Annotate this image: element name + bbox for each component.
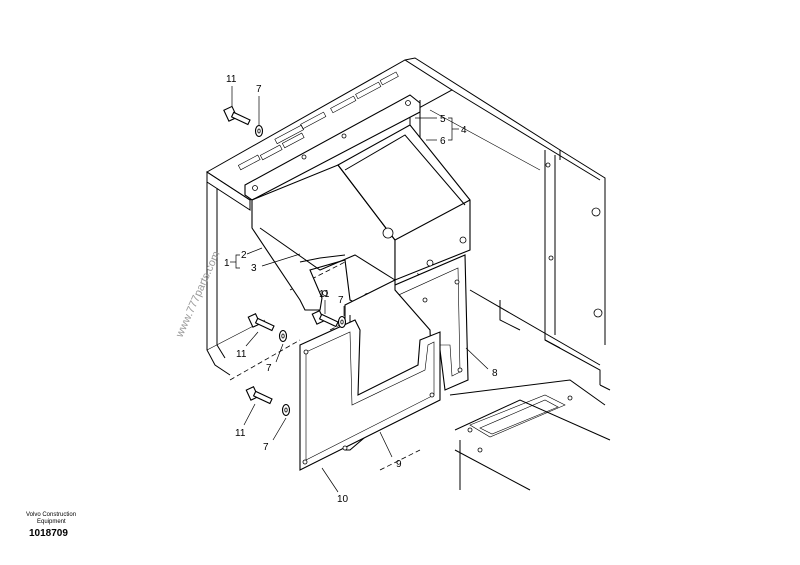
callout-11-left: 11 bbox=[236, 349, 247, 360]
callout-1: 1 bbox=[224, 258, 230, 269]
callout-11-low: 11 bbox=[235, 428, 246, 439]
leader-lines bbox=[230, 86, 489, 493]
bolt-left bbox=[247, 313, 275, 332]
callout-8: 8 bbox=[492, 368, 498, 379]
machine-frame bbox=[206, 57, 611, 491]
callout-7-mid: 7 bbox=[338, 295, 344, 306]
cover-assembly bbox=[244, 94, 471, 311]
callout-7-top: 7 bbox=[256, 84, 262, 95]
callout-7-low: 7 bbox=[263, 442, 269, 453]
top-plate-slots bbox=[237, 71, 399, 171]
bolt-low bbox=[245, 386, 273, 405]
callout-4: 4 bbox=[461, 125, 467, 136]
brand-line-2: Equipment bbox=[37, 519, 66, 525]
gasket-part-10 bbox=[299, 319, 441, 471]
brand-line-1: Volvo Construction bbox=[26, 512, 76, 518]
callout-3: 3 bbox=[251, 263, 257, 274]
drawing-number: 1018709 bbox=[29, 528, 68, 539]
washer-left bbox=[278, 329, 288, 343]
callout-9: 9 bbox=[396, 459, 402, 470]
title-block: Volvo Construction Equipment 1018709 bbox=[26, 512, 76, 539]
callout-10: 10 bbox=[337, 494, 349, 505]
washer-low bbox=[281, 403, 291, 417]
bolt-mid bbox=[311, 310, 339, 328]
callout-2: 2 bbox=[241, 250, 247, 261]
washer-top bbox=[254, 124, 264, 138]
washer-mid bbox=[337, 315, 347, 329]
watermark-text: www.777parts.com bbox=[173, 249, 222, 340]
callout-6: 6 bbox=[440, 136, 446, 147]
callout-11-mid: 11 bbox=[319, 289, 330, 300]
callout-numbers: 11 7 5 4 6 2 1 3 11 7 11 7 11 7 8 9 10 bbox=[224, 74, 498, 505]
callout-11-top: 11 bbox=[226, 74, 237, 85]
callout-7-left: 7 bbox=[266, 363, 272, 374]
callout-5: 5 bbox=[440, 114, 446, 125]
bolt-top bbox=[223, 105, 251, 126]
